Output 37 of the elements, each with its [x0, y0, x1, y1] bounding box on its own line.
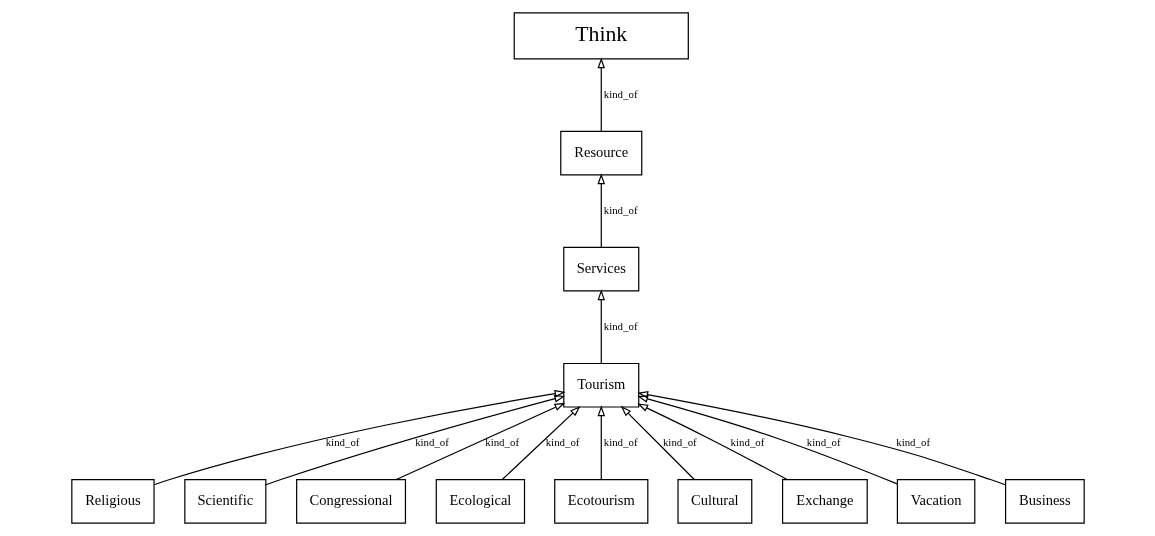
node-box: Vacation	[896, 478, 975, 524]
node-box: Ecological	[435, 478, 525, 524]
node-box: Cultural	[676, 478, 752, 524]
arrow	[596, 405, 605, 480]
edge-label: kind_of	[414, 435, 449, 448]
node-box: Services	[562, 246, 639, 292]
edge-label: kind_of	[545, 435, 579, 448]
edge-label: kind_of	[603, 435, 638, 448]
node-box: Think	[513, 12, 689, 60]
arrow	[501, 405, 581, 480]
arrow	[596, 57, 605, 132]
arrow	[596, 173, 605, 248]
node-box: Business	[1004, 478, 1085, 524]
arrow	[636, 390, 1006, 486]
node-box: Ecotourism	[553, 478, 648, 524]
node-box: Congressional	[295, 478, 406, 524]
edge-label: kind_of	[484, 435, 519, 448]
arrow	[636, 395, 898, 485]
edge-label: kind_of	[730, 435, 764, 448]
node-box: Scientific	[183, 478, 266, 524]
edge-label: kind_of	[603, 319, 638, 332]
node-box: Religious	[70, 478, 155, 524]
edge-label: kind_of	[895, 435, 930, 448]
arrow	[636, 403, 787, 480]
arrow	[264, 395, 565, 486]
edge-label: kind_of	[662, 435, 697, 448]
edge-label: kind_of	[603, 87, 638, 100]
arrow	[152, 389, 566, 486]
arrow	[620, 405, 695, 480]
node-box: Resource	[559, 130, 642, 176]
arrow	[596, 289, 605, 364]
node-box: Exchange	[781, 478, 868, 524]
node-box: Tourism	[562, 362, 639, 408]
arrow	[395, 402, 565, 481]
edge-label: kind_of	[806, 435, 841, 448]
edge-label: kind_of	[603, 203, 638, 216]
edge-label: kind_of	[325, 435, 359, 448]
